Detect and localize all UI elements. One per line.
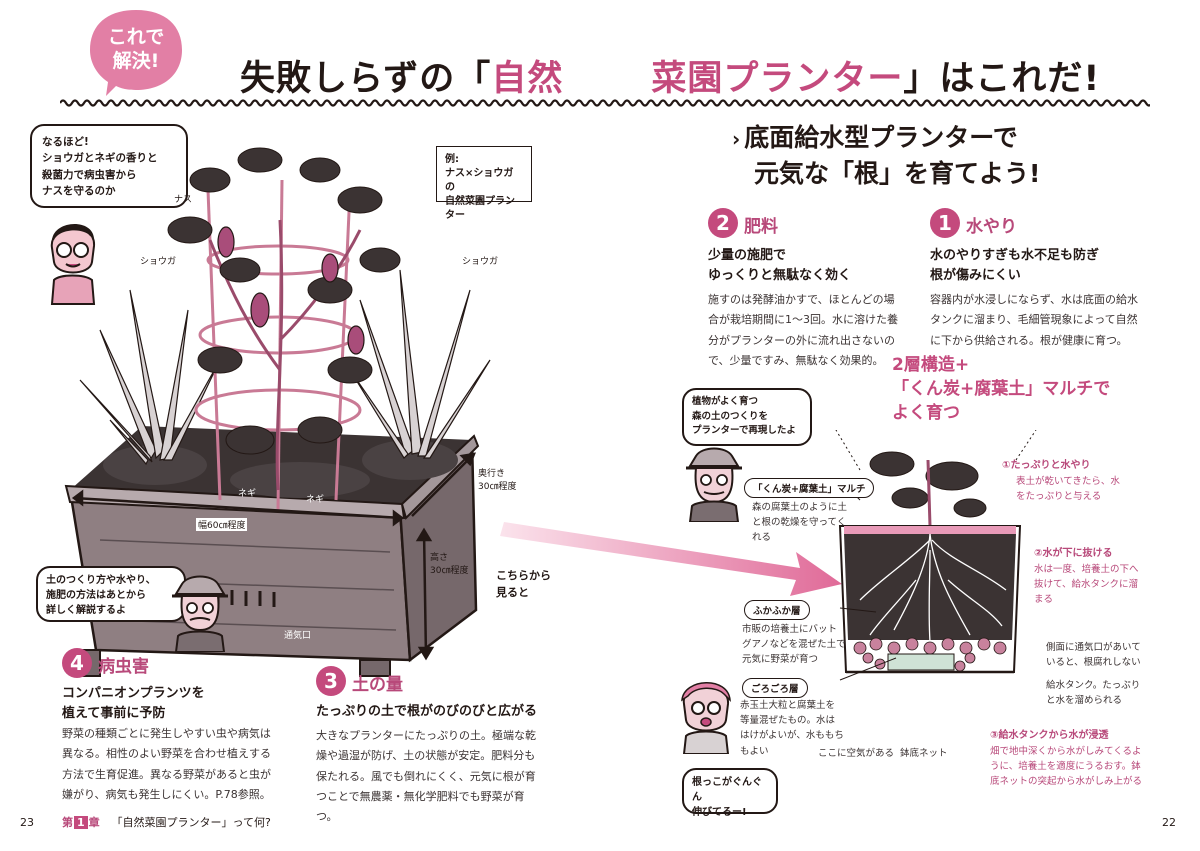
- section4-heading: 病虫害: [98, 657, 149, 677]
- man-hat-illustration-right: [686, 447, 742, 522]
- section1-heading: 水やり: [966, 217, 1017, 237]
- page-title: 失敗しらずの「自然 菜園プランター」はこれだ!: [240, 50, 1100, 101]
- annotation1-text: 表土が乾いてきたら、水をたっぷりと与える: [1016, 476, 1120, 503]
- rough-text: 赤玉土大粒と腐葉土を等量混ぜたもの。水ははけがよいが、水ももちもよい: [740, 700, 844, 757]
- annotation-air: ここに空気がある: [818, 748, 895, 759]
- chapter-pre: 第: [62, 816, 73, 829]
- section1-number: 1: [930, 208, 960, 238]
- title-part2: 」はこれだ!: [903, 59, 1101, 99]
- label-shouga-right: ショウガ: [462, 257, 499, 267]
- badge-line2: 解決!: [112, 49, 160, 72]
- title-part1: 失敗しらずの「: [240, 59, 492, 99]
- right-heading-line2: 元気な「根」を育てよう!: [754, 159, 1041, 189]
- fluffy-text: 市販の培養土にバットグアノなどを混ぜた土で元気に野菜が育つ: [742, 624, 846, 666]
- section2-body: 施すのは発酵油かすで、ほとんどの場合が栽培期間に1〜3回。水に溶けた養分がプラン…: [708, 293, 898, 368]
- chapter-num: 1: [74, 816, 88, 829]
- section3-body: 大きなプランターにたっぷりの土。極端な乾燥や過湿が防げ、土の状態が安定。肥料分も…: [316, 729, 536, 824]
- annotation-net: 鉢底ネット: [900, 748, 948, 759]
- label-depth: 奥行き 30㎝程度: [478, 469, 517, 492]
- two-layer-line2: 「くん炭+腐葉土」マルチで: [892, 378, 1111, 399]
- tag-rough: ごろごろ層: [742, 678, 808, 698]
- section2-number: 2: [708, 208, 738, 238]
- annotation-tank: 給水タンク。たっぷりと水を溜められる: [1046, 680, 1141, 707]
- section2-heading: 肥料: [744, 217, 778, 237]
- man-hat-illustration: [172, 575, 228, 652]
- speech-bubble-mid: 土のつくり方や水やり、 施肥の方法はあとから 詳しく解説するよ: [36, 566, 186, 622]
- annotation1-title: ①たっぷりと水やり: [1002, 460, 1091, 471]
- tag-mulch: 「くん炭+腐葉土」マルチ: [744, 478, 875, 498]
- section2-subheading: 少量の施肥で ゆっくりと無駄なく効く: [708, 248, 852, 284]
- tag-fluffy: ふかふか層: [744, 600, 810, 620]
- title-wavy-rule: [60, 99, 1150, 107]
- annotation2-text: 水は一度、培養土の下へ抜けて、給水タンクに溜まる: [1034, 564, 1139, 606]
- planter-illustration: [64, 147, 491, 677]
- two-layer-line3: よく育つ: [892, 402, 960, 423]
- section3-heading: 土の量: [352, 675, 403, 695]
- page-number-right: 22: [1162, 816, 1176, 829]
- speech-bubble-top: なるほど! ショウガとネギの香りと 殺菌力で病虫害から ナスを守るのか: [30, 124, 188, 208]
- header-badge: これで 解決!: [84, 4, 188, 100]
- badge-line1: これで: [107, 26, 165, 48]
- label-negi-1: ネギ: [238, 489, 257, 499]
- speech-bubble-forest: 植物がよく育つ 森の土のつくりを プランターで再現したよ: [682, 388, 812, 446]
- two-layer-line1: 2層構造+: [892, 355, 970, 375]
- section1-subheading: 水のやりすぎも水不足も防ぎ 根が傷みにくい: [930, 248, 1100, 284]
- section4-subheading: コンパニオンプランツを 植えて事前に予防: [62, 686, 205, 722]
- label-shouga-left: ショウガ: [140, 257, 177, 267]
- section4-body: 野菜の種類ごとに発生しやすい虫や病気は異なる。相性のよい野菜を合わせ植えする方法…: [62, 727, 271, 802]
- label-height: 高さ 30㎝程度: [430, 553, 469, 576]
- chapter-post: 章: [88, 816, 100, 829]
- section3-subheading: たっぷりの土で根がのびのびと広がる: [316, 704, 538, 719]
- annotation-vent: 側面に通気口があいていると、根腐れしない: [1046, 642, 1141, 669]
- mulch-text: 森の腐葉土のように土と根の乾燥を守ってくれる: [752, 502, 848, 544]
- view-arrow: [500, 522, 842, 596]
- label-vent: 通気口: [284, 631, 312, 641]
- title-pink1: 自然: [491, 59, 564, 99]
- right-heading-line1: 底面給水型プランターで: [744, 123, 1018, 152]
- man-glasses-illustration: [50, 223, 96, 305]
- badge-shape: [90, 10, 182, 96]
- section4-number: 4: [62, 648, 92, 678]
- annotation3-title: ③給水タンクから水が浸透: [990, 730, 1109, 741]
- annotation2-title: ②水が下に抜ける: [1034, 548, 1113, 559]
- label-nasu: ナス: [174, 195, 193, 205]
- label-negi-2: ネギ: [306, 495, 325, 505]
- example-note: 例: ナス×ショウガの 自然菜園プランター: [436, 146, 532, 221]
- section3-number: 3: [316, 666, 346, 696]
- girl-illustration: [681, 682, 731, 754]
- label-look-here: こちらから 見ると: [496, 569, 551, 599]
- page-number-left: 23: [20, 816, 34, 829]
- title-pink2: 菜園プランター: [651, 59, 904, 99]
- cross-section-illustration: [835, 430, 1037, 674]
- section1-body: 容器内が水浸しにならず、水は底面の給水タンクに溜まり、毛細管現象によって自然に下…: [930, 293, 1139, 347]
- two-layer-heading: 2層構造+ 「くん炭+腐葉土」マルチで よく育つ: [892, 354, 1110, 425]
- speech-bubble-roots: 根っこがぐんぐん 伸びてるー!: [682, 768, 778, 818]
- chevron-icon: ›: [732, 127, 741, 151]
- chapter-title: 「自然菜園プランター」って何?: [111, 816, 271, 829]
- label-width: 幅60㎝程度: [196, 518, 248, 531]
- annotation3-text: 畑で地中深くから水がしみてくるように、培養土を適度にうるおす。鉢底ネットの突起か…: [990, 746, 1143, 788]
- right-heading: ›底面給水型プランターで 元気な「根」を育てよう!: [732, 120, 1040, 193]
